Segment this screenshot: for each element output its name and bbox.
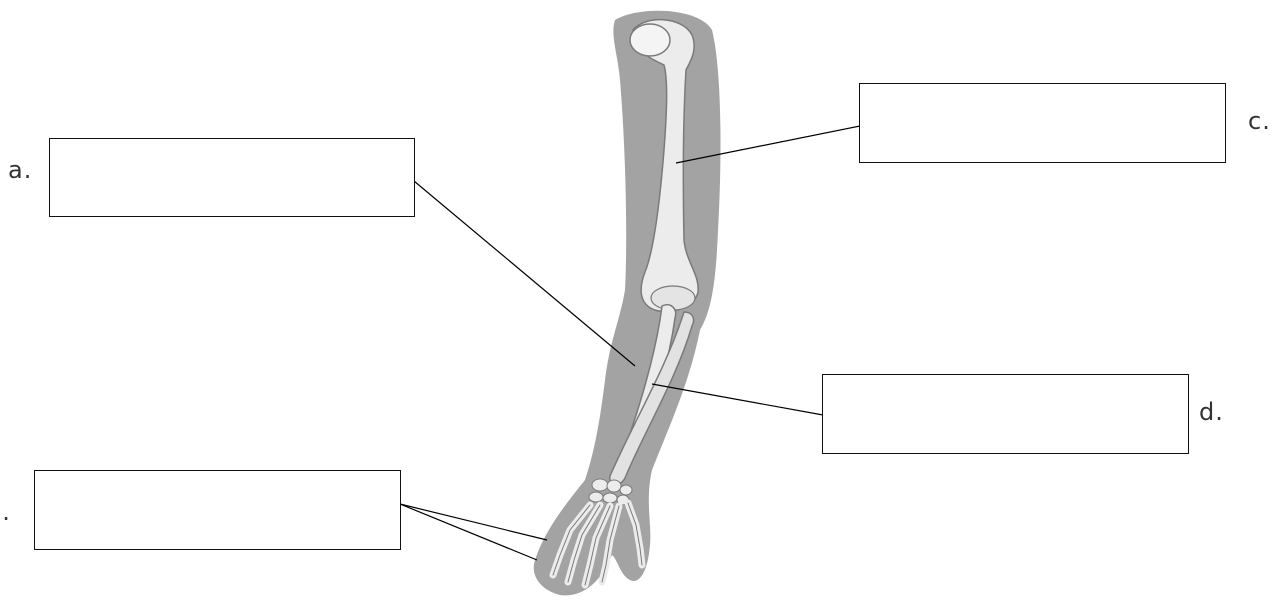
label-letter-b: b. (0, 500, 11, 524)
label-letter-a: a. (8, 158, 32, 182)
label-letter-d: d. (1199, 400, 1224, 424)
answer-box-c[interactable] (859, 83, 1226, 163)
label-letter-c: c. (1248, 109, 1271, 133)
leader-line-a (414, 181, 635, 366)
answer-box-a[interactable] (49, 138, 415, 217)
answer-box-d[interactable] (822, 374, 1189, 454)
answer-box-b[interactable] (34, 470, 401, 550)
